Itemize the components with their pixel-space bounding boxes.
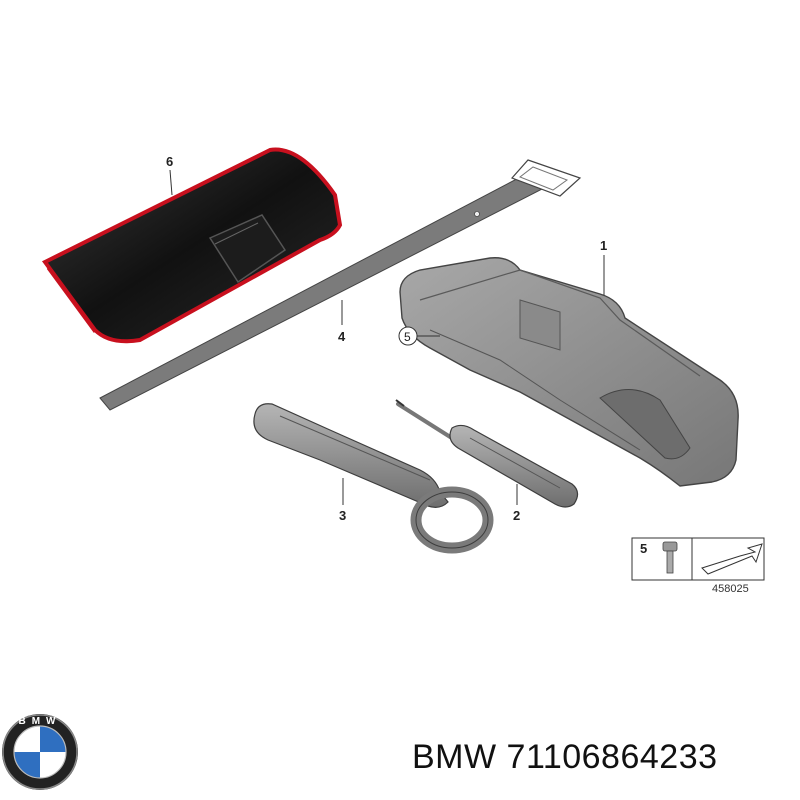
bmw-logo: BMW	[2, 714, 78, 790]
arrow-icon	[701, 543, 763, 575]
part-number-caption: BMW 71106864233	[412, 738, 718, 776]
legend-code: 458025	[712, 583, 749, 595]
tool-pouch	[41, 147, 343, 344]
callout-5-circle	[398, 326, 418, 346]
callout-3: 3	[339, 508, 346, 523]
legend-index: 5	[640, 541, 647, 556]
callout-2: 2	[513, 508, 520, 523]
bmw-logo-text: BMW	[19, 716, 62, 727]
legend-box: 5 458025	[631, 537, 765, 595]
bolt-icon	[662, 541, 678, 574]
leader-6	[169, 169, 173, 196]
screwdriver	[395, 399, 579, 508]
tool-holder	[399, 257, 739, 487]
callout-4: 4	[338, 329, 346, 344]
callout-5: 5	[404, 330, 411, 344]
callout-1: 1	[600, 238, 607, 253]
strap	[99, 159, 582, 411]
callout-6: 6	[166, 154, 173, 169]
towing-eye	[253, 403, 494, 554]
